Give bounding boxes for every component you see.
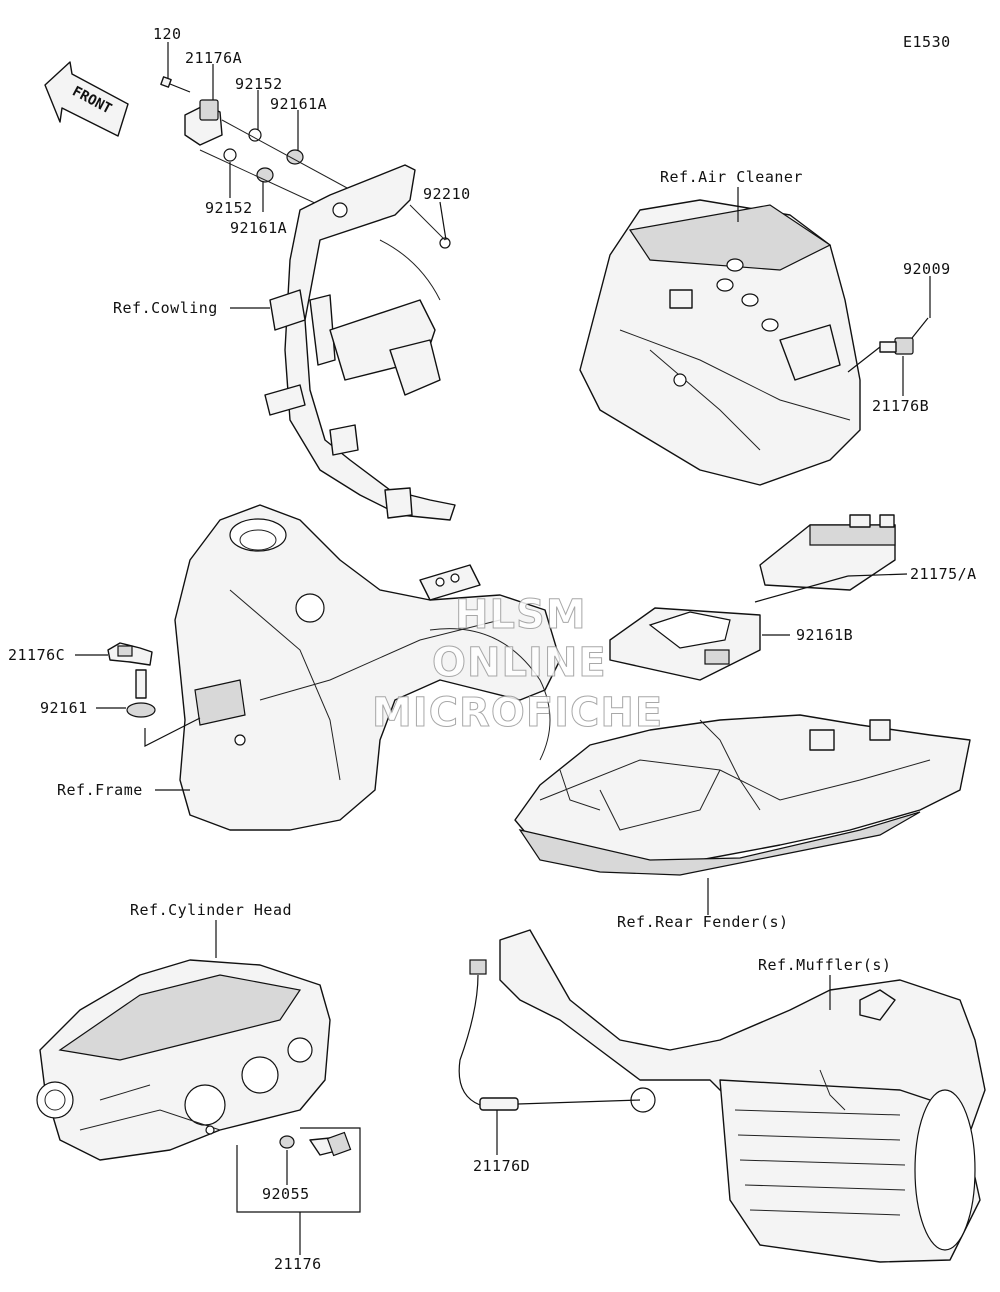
callout-92152-top[interactable]: 92152	[235, 75, 283, 93]
callout-92161B[interactable]: 92161B	[796, 626, 854, 644]
callout-120[interactable]: 120	[153, 25, 182, 43]
callout-92009[interactable]: 92009	[903, 260, 951, 278]
rear-fender	[514, 714, 971, 876]
watermark-line-3: MICROFICHE	[371, 690, 664, 737]
cylinder-head	[36, 959, 331, 1161]
callout-21175A[interactable]: 21175/A	[910, 565, 977, 583]
sensor-21176B	[847, 317, 929, 373]
ref-cowling-label[interactable]: Ref.Cowling	[113, 299, 218, 317]
ref-air-cleaner-label[interactable]: Ref.Air Cleaner	[660, 168, 803, 186]
callout-92161A-top[interactable]: 92161A	[270, 95, 328, 113]
cowling-bracket	[264, 164, 456, 521]
diagram-code: E1530	[903, 33, 951, 51]
frame	[174, 504, 561, 831]
watermark-line-1: HLSM	[455, 592, 587, 639]
front-arrow-icon: FRONT	[44, 61, 129, 137]
callout-92161[interactable]: 92161	[40, 699, 88, 717]
callout-21176[interactable]: 21176	[274, 1255, 322, 1273]
watermark-line-2: ONLINE	[432, 640, 607, 687]
sensor-21176C	[107, 642, 201, 747]
ref-rear-fender-label[interactable]: Ref.Rear Fender(s)	[617, 913, 789, 931]
leader-lines	[75, 42, 931, 1255]
air-cleaner	[579, 199, 861, 486]
ref-muffler-label[interactable]: Ref.Muffler(s)	[758, 956, 892, 974]
muffler	[499, 929, 986, 1263]
sensor-21176	[236, 1127, 361, 1213]
callout-92210[interactable]: 92210	[423, 185, 471, 203]
sensor-21176D	[458, 959, 641, 1111]
ecu-21175A	[759, 514, 896, 591]
callout-21176B[interactable]: 21176B	[872, 397, 930, 415]
holder-92161B	[609, 607, 761, 681]
callout-21176A[interactable]: 21176A	[185, 49, 243, 67]
callout-21176C[interactable]: 21176C	[8, 646, 66, 664]
callout-92152-bottom[interactable]: 92152	[205, 199, 253, 217]
callout-21176D[interactable]: 21176D	[473, 1157, 531, 1175]
sensor-21176A-group	[160, 76, 361, 211]
callout-92161A-bottom[interactable]: 92161A	[230, 219, 288, 237]
ref-frame-label[interactable]: Ref.Frame	[57, 781, 143, 799]
ref-cylinder-head-label[interactable]: Ref.Cylinder Head	[130, 901, 293, 919]
callout-92055[interactable]: 92055	[262, 1185, 310, 1203]
